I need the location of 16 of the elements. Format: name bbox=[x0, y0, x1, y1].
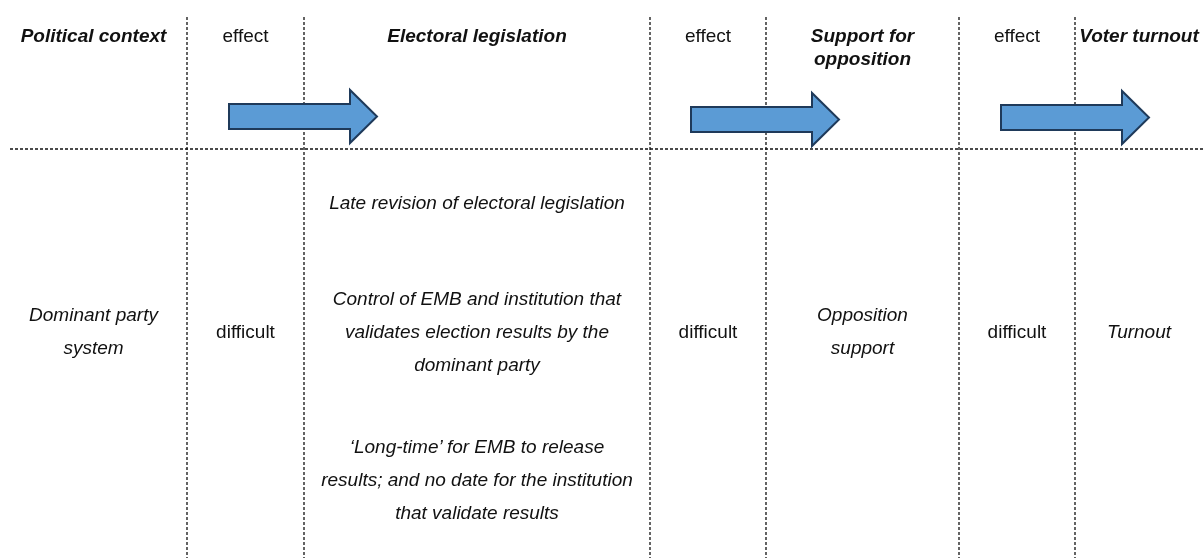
effect-label: effect bbox=[683, 24, 733, 47]
effect-value: difficult bbox=[677, 319, 739, 344]
cell-text: Opposition support bbox=[816, 303, 909, 360]
column-heading: Voter turnout bbox=[1078, 24, 1201, 47]
cell-text: ‘Long-time’ for EMB to release results; and no date for the institution that validate results bbox=[320, 435, 634, 525]
effect-value: difficult bbox=[986, 319, 1048, 344]
effect-label: effect bbox=[992, 24, 1042, 47]
cell-text: Late revision of electoral legislation bbox=[328, 191, 626, 215]
cell-text: Dominant party system bbox=[28, 303, 160, 360]
effect-label: effect bbox=[221, 24, 270, 47]
column-heading: Electoral legislation bbox=[386, 24, 568, 47]
cell-text: Turnout bbox=[1105, 319, 1173, 344]
column-heading: Support for opposition bbox=[809, 24, 916, 70]
effect-value: difficult bbox=[215, 319, 276, 344]
column-heading: Political context bbox=[19, 24, 168, 47]
cell-text: Control of EMB and institution that validates election results by the dominant party bbox=[331, 287, 623, 377]
